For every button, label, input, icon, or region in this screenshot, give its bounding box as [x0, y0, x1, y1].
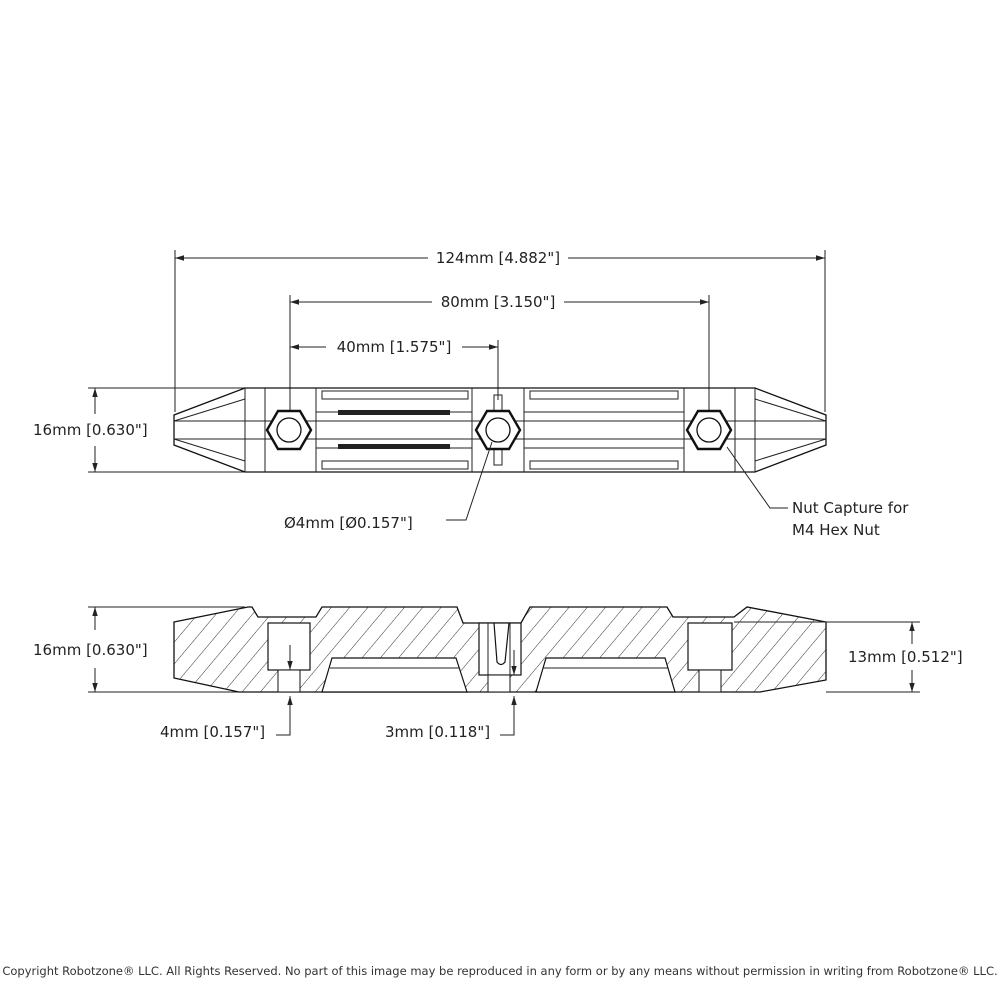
overall-length-label: 124mm [4.882"] [436, 249, 560, 267]
outer-hole-spacing-label: 80mm [3.150"] [441, 293, 556, 311]
bracket-section [173, 606, 827, 693]
hex-nut-capture-center [474, 409, 522, 451]
hex-nut-capture-left [265, 409, 313, 451]
top-view: 124mm [4.882"] 80mm [3.150"] 40mm [1.575… [33, 249, 909, 539]
inner-height-dimension: 13mm [0.512"] [848, 622, 963, 692]
slot-depth-label: 3mm [0.118"] [385, 723, 490, 741]
top-height-dimension: 16mm [0.630"] [33, 388, 148, 472]
nut-capture-label-line2: M4 Hex Nut [792, 521, 880, 539]
section-view: 16mm [0.630"] 13mm [0.512"] [33, 606, 963, 741]
slot-depth-dimension: 3mm [0.118"] [385, 650, 517, 741]
nut-capture-callout: Nut Capture for M4 Hex Nut [726, 446, 909, 539]
hole-diameter-label: Ø4mm [Ø0.157"] [284, 514, 413, 532]
section-height-label: 16mm [0.630"] [33, 641, 148, 659]
inner-height-label: 13mm [0.512"] [848, 648, 963, 666]
top-height-label: 16mm [0.630"] [33, 421, 148, 439]
outer-hole-spacing-dimension: 80mm [3.150"] [290, 293, 709, 311]
hole-depth-dimension: 4mm [0.157"] [160, 645, 293, 741]
hole-depth-label: 4mm [0.157"] [160, 723, 265, 741]
copyright-notice: Copyright Robotzone® LLC. All Rights Res… [2, 964, 998, 978]
half-hole-spacing-dimension: 40mm [1.575"] [290, 338, 498, 356]
section-height-dimension: 16mm [0.630"] [33, 607, 148, 692]
half-hole-spacing-label: 40mm [1.575"] [337, 338, 452, 356]
hex-nut-capture-right [685, 409, 733, 451]
nut-capture-label-line1: Nut Capture for [792, 499, 909, 517]
overall-length-dimension: 124mm [4.882"] [175, 249, 825, 267]
hole-diameter-callout: Ø4mm [Ø0.157"] [284, 441, 493, 532]
